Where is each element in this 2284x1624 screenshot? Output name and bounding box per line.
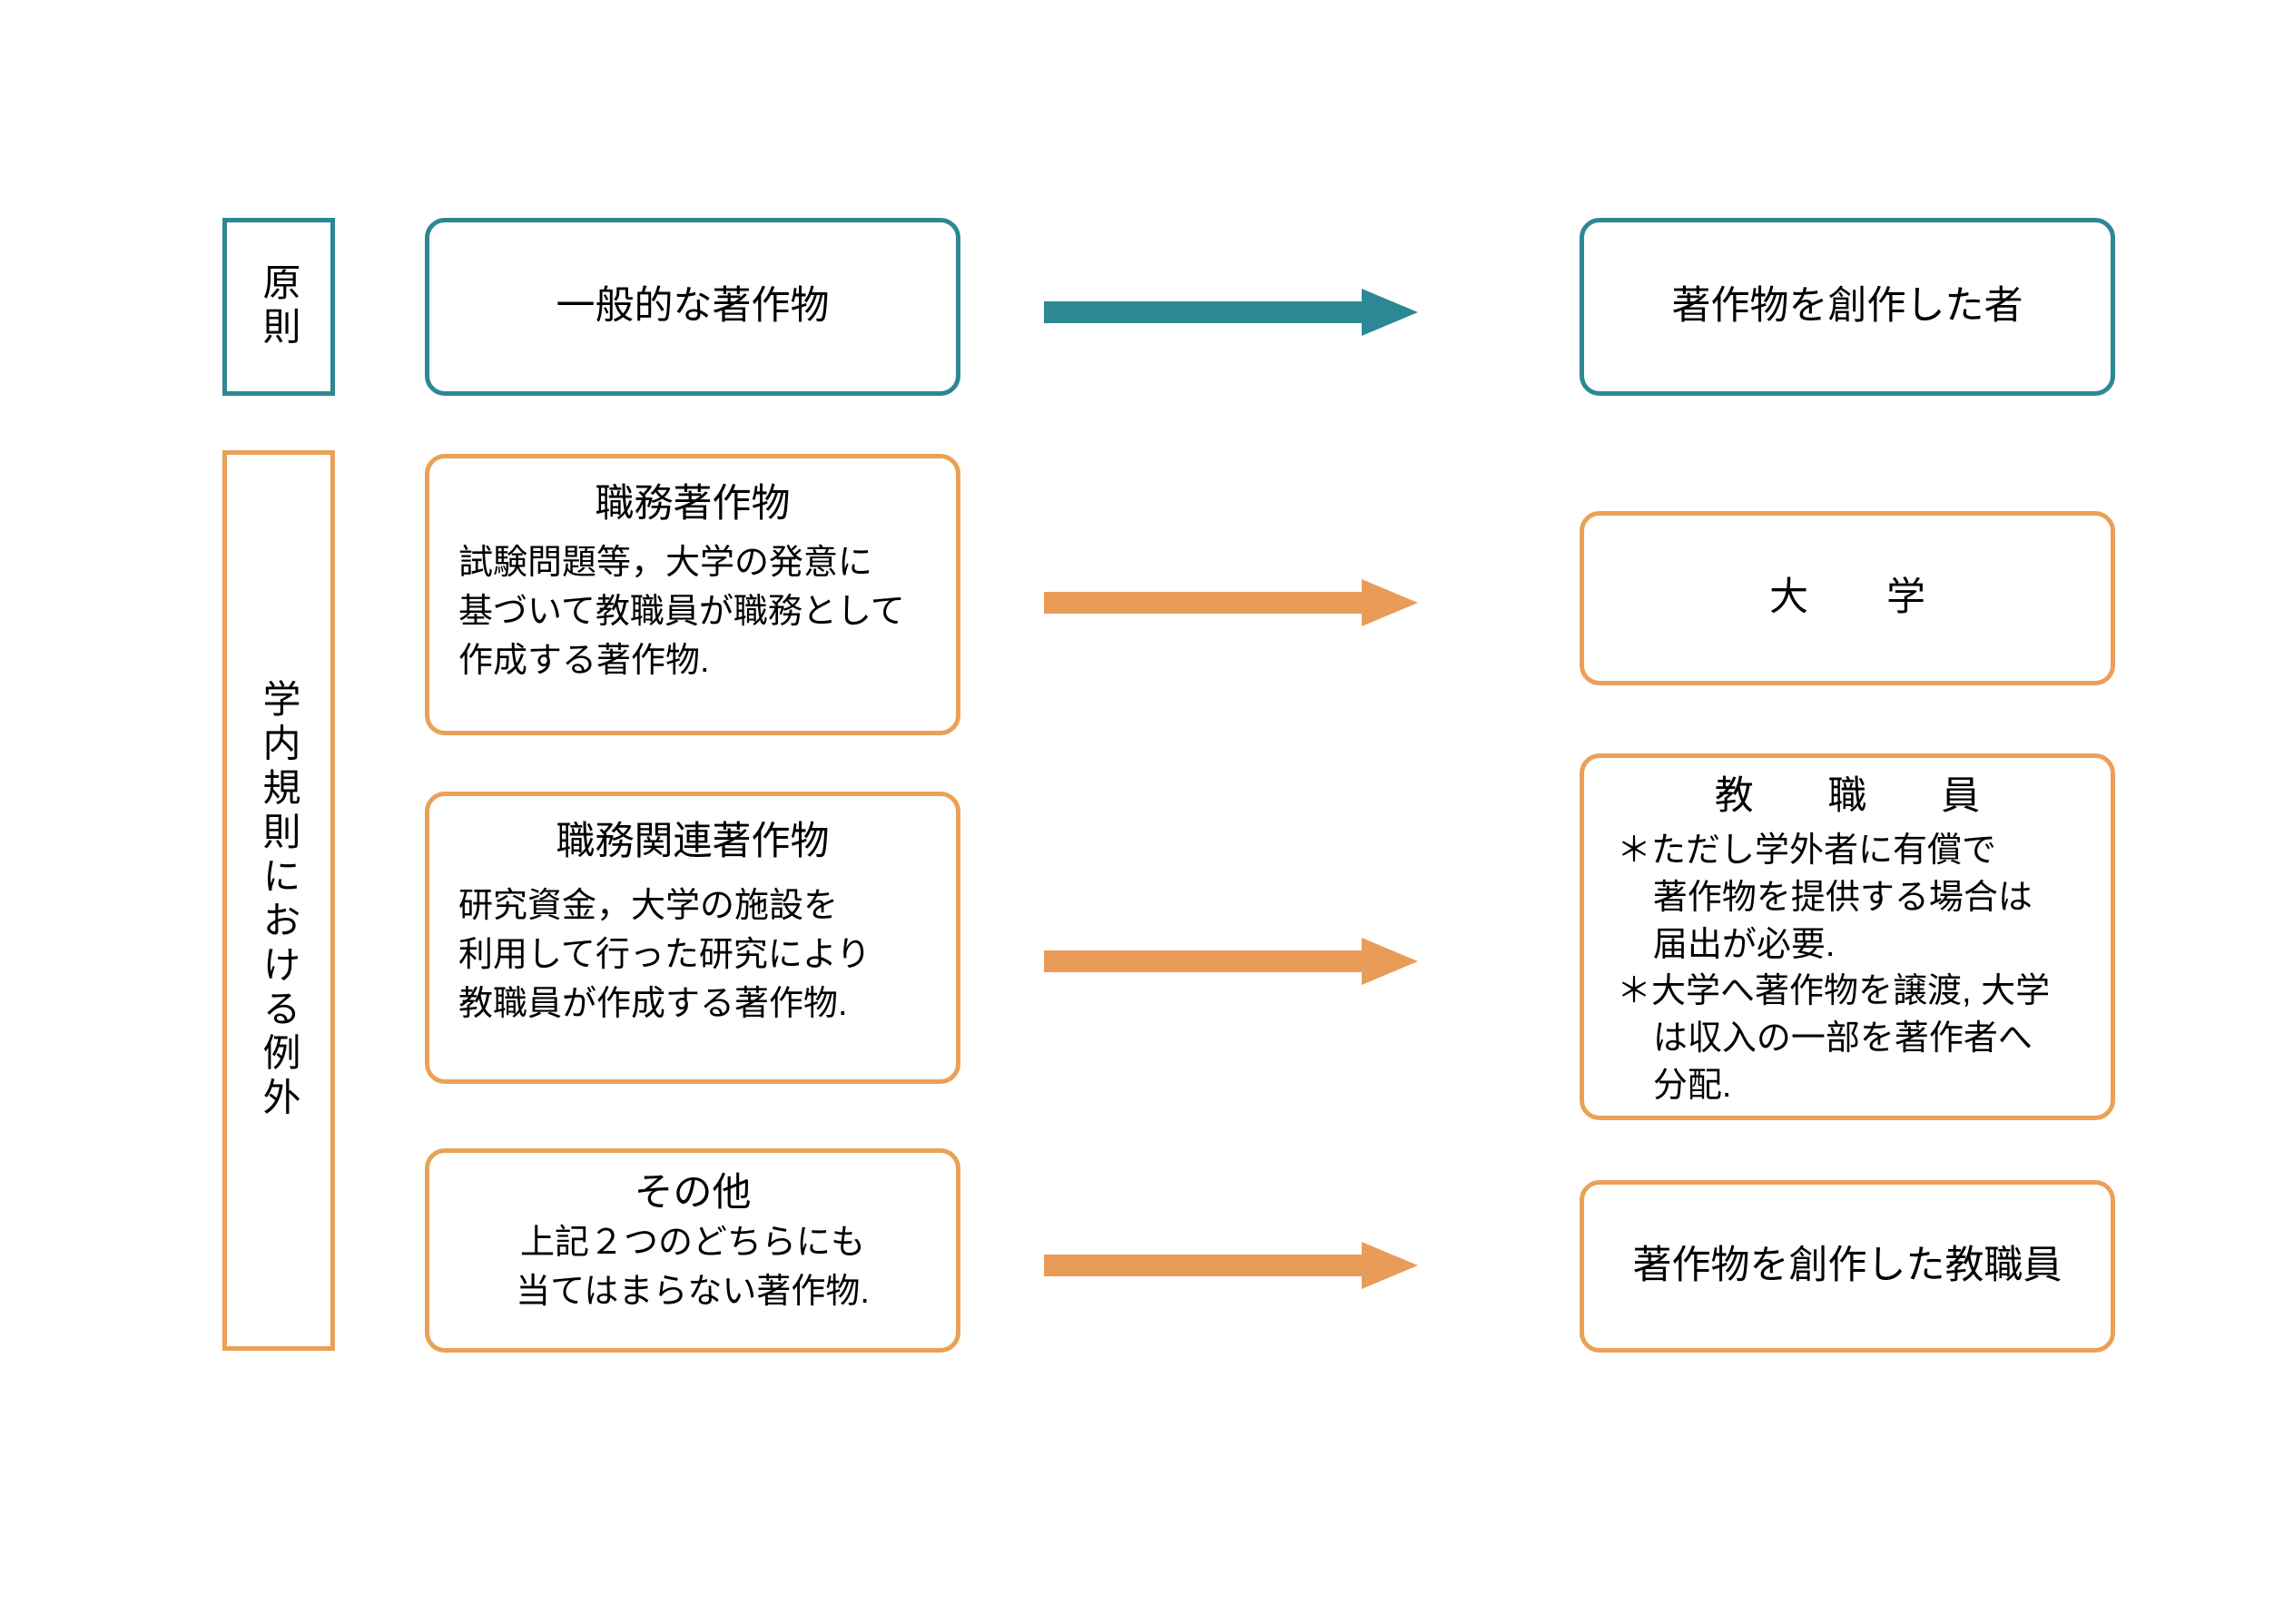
source-box-work-related: 職務関連著作物 研究資金，大学の施設を 利用して行った研究により 教職員が作成す… xyxy=(425,792,960,1084)
source-box-work-related-title: 職務関連著作物 xyxy=(556,820,830,863)
target-box-creating-faculty: 著作物を創作した教職員 xyxy=(1580,1180,2115,1353)
target-box-university: 大 学 xyxy=(1580,511,2115,685)
category-label-principle: 原則 xyxy=(222,218,335,396)
target-box-university-title: 大 学 xyxy=(1769,576,1925,620)
source-box-general-work-title: 一般的な著作物 xyxy=(556,284,830,329)
flow-arrow-1 xyxy=(1044,289,1418,336)
category-label-exception: 学内規則における例外 xyxy=(222,450,335,1351)
target-box-faculty-staff-note-1: ＊ただし学外者に有償で 著作物を提供する場合は 届出が必要. xyxy=(1617,832,2033,964)
source-box-general-work: 一般的な著作物 xyxy=(425,218,960,396)
target-box-faculty-staff-notes: ＊ただし学外者に有償で 著作物を提供する場合は 届出が必要. ＊大学へ著作物を譲… xyxy=(1584,828,2050,1109)
target-box-creator-title: 著作物を創作した者 xyxy=(1671,284,2023,329)
target-box-creating-faculty-title: 著作物を創作した教職員 xyxy=(1632,1244,2062,1288)
target-box-faculty-staff-title: 教 職 員 xyxy=(1714,774,1998,818)
source-box-work-for-hire-title: 職務著作物 xyxy=(595,482,791,526)
source-box-other-body: 上記２つのどちらにも 当てはまらない著作物. xyxy=(516,1224,870,1312)
source-box-work-related-body: 研究資金，大学の施設を 利用して行った研究により 教職員が作成する著作物. xyxy=(458,887,871,1024)
target-box-creator: 著作物を創作した者 xyxy=(1580,218,2115,396)
target-box-faculty-staff-note-2: ＊大学へ著作物を譲渡, 大学 は収入の一部を著作者へ 分配. xyxy=(1617,972,2051,1105)
source-box-other-title: その他 xyxy=(634,1171,752,1215)
flow-arrow-4 xyxy=(1044,1242,1418,1289)
category-label-exception-text: 学内規則における例外 xyxy=(258,679,300,1122)
target-box-faculty-staff: 教 職 員 ＊ただし学外者に有償で 著作物を提供する場合は 届出が必要. ＊大学… xyxy=(1580,753,2115,1120)
flow-arrow-3 xyxy=(1044,938,1418,985)
source-box-work-for-hire: 職務著作物 試験問題等，大学の発意に 基づいて教職員が職務として 作成する著作物… xyxy=(425,454,960,735)
source-box-other: その他 上記２つのどちらにも 当てはまらない著作物. xyxy=(425,1148,960,1353)
flow-arrow-2 xyxy=(1044,579,1418,626)
source-box-work-for-hire-body: 試験問題等，大学の発意に 基づいて教職員が職務として 作成する著作物. xyxy=(458,544,905,681)
category-label-principle-text: 原則 xyxy=(258,262,300,351)
